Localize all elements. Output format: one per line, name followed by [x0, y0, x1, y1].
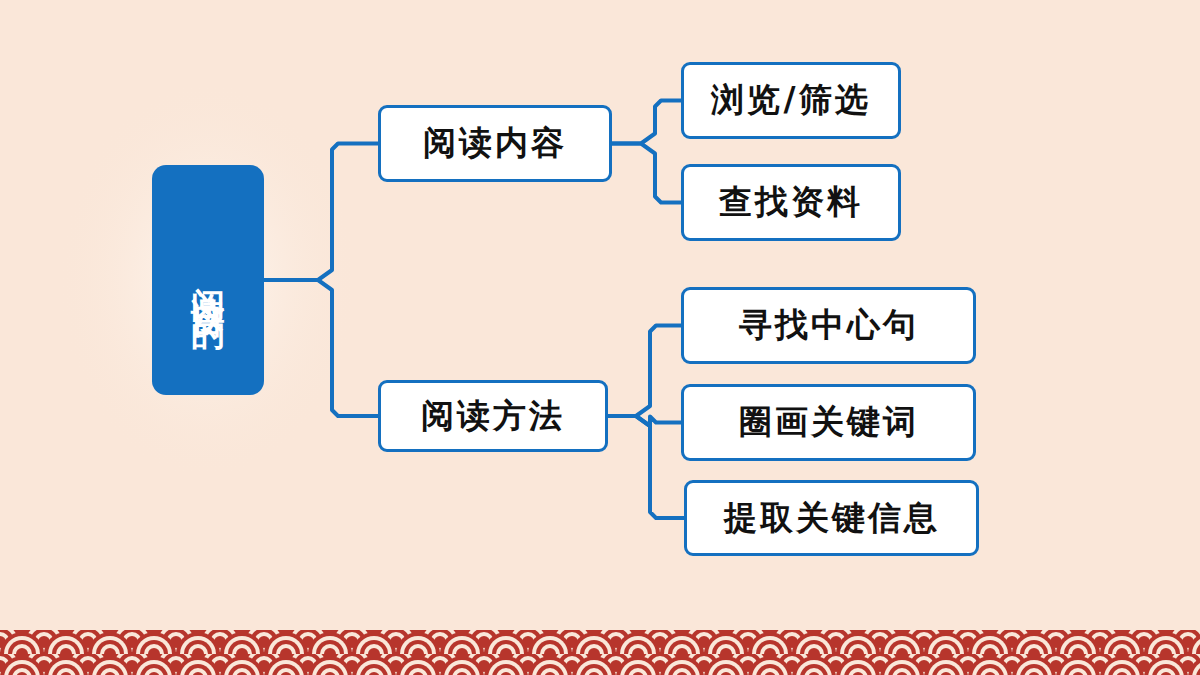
topic-box: 寻找中心句 [681, 287, 976, 364]
node-label: 寻找中心句 [739, 303, 919, 348]
node-label: 查找资料 [719, 180, 863, 225]
topic-box: 阅读内容 [378, 105, 612, 182]
node-label: 提取关键信息 [724, 496, 940, 541]
topic-box: 查找资料 [681, 164, 901, 241]
bracket-connector [608, 416, 684, 518]
topic-box: 阅读方法 [378, 380, 608, 452]
bracket-connector [264, 280, 378, 416]
wave-border [0, 630, 1200, 675]
node-label: 阅读目的 [185, 260, 231, 300]
node-label: 浏览/筛选 [711, 78, 870, 123]
topic-box: 浏览/筛选 [681, 62, 901, 139]
node-label: 圈画关键词 [739, 400, 919, 445]
node-label: 阅读内容 [423, 121, 567, 166]
root-box: 阅读目的 [152, 165, 264, 395]
bracket-connector [612, 144, 681, 203]
bracket-connector [264, 144, 378, 281]
node-label: 阅读方法 [421, 394, 565, 439]
bracket-connector [608, 326, 681, 417]
topic-box: 圈画关键词 [681, 384, 976, 461]
bracket-connector [612, 101, 681, 144]
topic-box: 提取关键信息 [684, 480, 979, 556]
